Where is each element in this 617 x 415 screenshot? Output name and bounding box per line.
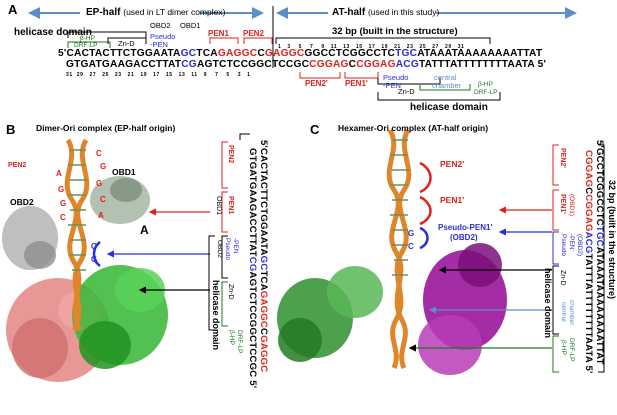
dna-letter: G — [96, 179, 103, 188]
dna-letter: C — [60, 213, 66, 222]
panel-c-obd2: (OBD2) — [450, 233, 478, 242]
c-side-32bp: 32 bp (built in the structure) — [607, 180, 617, 300]
c-side-drf-lp: DRF-LP — [568, 338, 575, 362]
panel-c-c: C — [408, 242, 414, 251]
dna-letter: A — [56, 169, 62, 178]
side-beta-hp: β-HP — [228, 330, 235, 345]
zn-d-label: Zn-D — [118, 39, 135, 48]
c-side-obd1: (OBD1) — [568, 194, 575, 217]
panel-b-obd2: OBD2 — [10, 197, 34, 207]
obd1-label: OBD1 — [180, 21, 201, 30]
top-numbers: 1 3 5 7 9 11 13 15 17 19 21 23 25 27 29 … — [278, 44, 465, 50]
pen2-label: PEN2 — [243, 29, 264, 38]
dna-letter: G — [58, 185, 65, 194]
dna-letter: C — [96, 149, 102, 158]
drf-lp-label-2: DRF-LP — [474, 89, 498, 96]
c-side-pseudo: Pseudo — [560, 234, 567, 257]
c-side-chamber: chamber — [568, 300, 575, 326]
side-drf-lp: DRF-LP — [236, 330, 243, 354]
dna-letter: A — [98, 211, 104, 220]
zn-d-label-2: Zn-D — [398, 87, 415, 96]
panel-c-title: Hexamer-Ori complex (AT-half origin) — [338, 123, 489, 133]
panel-c-structure — [277, 128, 552, 375]
panel-b-strand1: 5'CACTACTTCTGGAATAGCTCAGAGGCCGAGGC — [258, 140, 269, 373]
panel-a-label: A — [8, 2, 18, 17]
c-side-pen2p: PEN2' — [559, 148, 566, 168]
pen1-prime-label: PEN1' — [345, 79, 368, 88]
chamber-label: chamber — [432, 81, 462, 90]
panel-b-title: Dimer-Ori complex (EP-half origin) — [36, 123, 176, 133]
panel-a-brackets — [67, 31, 501, 101]
c-side-central: central — [560, 302, 567, 322]
dna-letter: G — [100, 162, 107, 171]
panel-c-g: G — [408, 229, 415, 238]
panel-b-structure — [2, 138, 210, 382]
c-side-zn-d: Zn-D — [559, 270, 566, 286]
strand2-sequence: GTGATGAAGACCTTATCGAGTCTCCGGCTCCGCCGGAGCC… — [66, 59, 547, 70]
panel-c-strand1: 5'GCCTCGGCCTCTGCATAAATAAAAAAAATTAT — [594, 140, 605, 365]
panel-c-label: C — [310, 122, 320, 137]
beta-hp-label: β-HP — [80, 35, 95, 42]
pseudo-pen-top: Pseudo — [150, 32, 176, 41]
side-pen2: PEN2 — [227, 145, 234, 164]
at-half-title: AT-half (used in this study) — [332, 7, 440, 18]
panel-b-g: G — [91, 255, 98, 264]
pseudo-pen-prime-top: Pseudo — [383, 73, 409, 82]
dna-letter: G — [60, 199, 67, 208]
side-pen: -PEN — [232, 238, 239, 254]
dna-letter: C — [100, 195, 106, 204]
side-pen1: PEN1 — [227, 196, 234, 215]
panel-c-pen1p: PEN1' — [440, 195, 465, 205]
pen2-prime-label: PEN2' — [305, 79, 328, 88]
helicase-domain-label-2: helicase domain — [410, 102, 488, 113]
side-obd2: OBD2 — [216, 240, 223, 258]
side-obd1: OBD1 — [215, 196, 222, 216]
c-side-beta-hp: β-HP — [560, 340, 567, 355]
panel-b-residue-a: A — [140, 223, 149, 237]
helicase-domain-label: helicase domain — [14, 27, 92, 38]
pseudo-pen-bottom: -PEN — [150, 40, 168, 49]
c-side-obd2: (OBD2) — [576, 234, 583, 257]
c-side-pen: -PEN' — [568, 234, 575, 251]
side-zn-d: Zn-D — [227, 284, 234, 300]
pseudo-pen-prime-bottom: -PEN' — [383, 81, 403, 90]
panel-b-pen2: PEN2 — [8, 162, 27, 169]
central-label: central — [434, 73, 457, 82]
pen1-label: PEN1 — [208, 29, 229, 38]
panel-b-side-brackets — [208, 133, 250, 331]
side-pseudo: Pseudo — [224, 238, 231, 261]
panel-c-pseudo-pen1p: Pseudo-PEN1' — [438, 223, 493, 232]
ep-half-title: EP-half (used in LT dimer complex) — [86, 7, 226, 18]
panel-c-strand2: CGGAGCCGGAGACGTATTTATTTTTTTTAATA 5' — [583, 150, 594, 374]
side-helicase: helicase domain — [211, 280, 221, 351]
panel-b-strand2: GTGATGAAGACCTTATCGAGTCTCCGGCTCCGC 5' — [247, 148, 258, 389]
bp32-label: 32 bp (built in the structure) — [332, 26, 458, 37]
panel-b-label: B — [6, 122, 16, 137]
panel-b-obd1: OBD1 — [112, 167, 136, 177]
strand1-sequence: 5'CACTACTTCTGGAATAGCTCAGAGGCCGAGGCGGCCTC… — [58, 48, 543, 59]
bottom-numbers: 31 29 27 25 23 21 19 17 15 13 11 9 7 5 3… — [66, 72, 251, 78]
panel-b-c: C — [91, 242, 97, 251]
panel-c-side-brackets — [552, 144, 605, 373]
drf-lp-label: DRF-LP — [74, 42, 98, 49]
c-side-helicase: helicase domain — [543, 268, 553, 339]
beta-hp-label-2: β-HP — [478, 81, 493, 88]
panel-c-pen2p: PEN2' — [440, 159, 465, 169]
obd2-label: OBD2 — [150, 21, 171, 30]
c-side-pen1p: PEN1' — [559, 194, 566, 214]
